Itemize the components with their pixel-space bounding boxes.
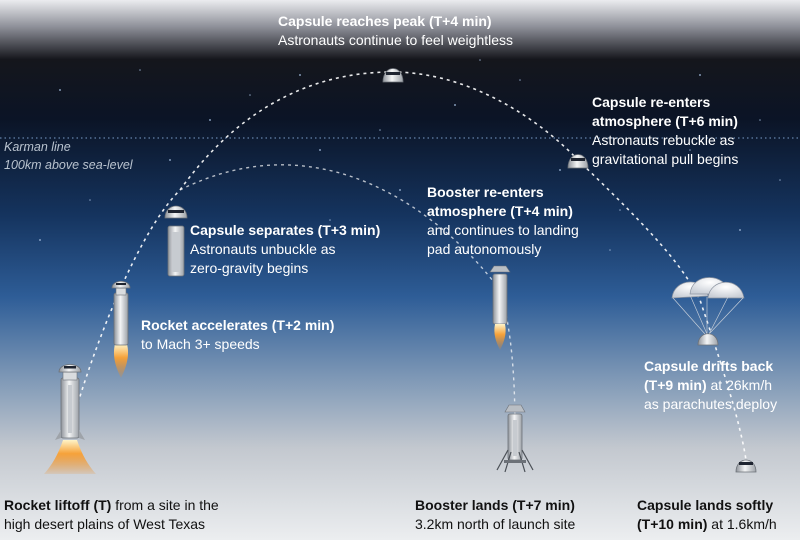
booster-trajectory: [179, 164, 516, 431]
accelerate-label: Rocket accelerates (T+2 min) to Mach 3+ …: [141, 316, 334, 354]
booster-reentry-label: Booster re-enters atmosphere (T+4 min) a…: [427, 183, 579, 259]
separation-title: Capsule separates (T+3 min): [190, 222, 381, 238]
peak-desc: Astronauts continue to feel weightless: [278, 32, 514, 48]
booster-reentry-desc-1: and continues to landing: [427, 222, 579, 238]
booster-reentry-desc-2: pad autonomously: [427, 241, 542, 257]
accelerate-desc: to Mach 3+ speeds: [141, 336, 260, 352]
capsule-lands-title-2: (T+10 min): [637, 516, 708, 532]
booster-lands-desc: 3.2km north of launch site: [415, 516, 576, 532]
parachutes: [671, 277, 745, 346]
booster-landed: [496, 404, 534, 473]
capsule-reentry-title-1: Capsule re-enters: [592, 94, 711, 110]
separation-desc-1: Astronauts unbuckle as: [190, 241, 336, 257]
liftoff-rocket: [44, 364, 96, 474]
capsule-lands-desc: at 1.6km/h: [707, 516, 777, 532]
booster-reentry-title-2: atmosphere (T+4 min): [427, 203, 573, 219]
drift-label: Capsule drifts back (T+9 min) at 26km/h …: [644, 357, 777, 414]
rocket-flame: [113, 344, 129, 378]
booster-reentry-title-1: Booster re-enters: [427, 184, 544, 200]
capsule-lands-title: Capsule lands softly: [637, 497, 774, 513]
drifting-capsule: [697, 333, 719, 346]
separating-capsule: [164, 205, 188, 219]
liftoff-desc-1: from a site in the: [111, 497, 219, 513]
karman-line-altitude: 100km above sea-level: [4, 158, 133, 172]
accelerating-rocket: [111, 280, 131, 378]
capsule-reentry: [567, 154, 589, 169]
capsule-reentry-title-2: atmosphere (T+6 min): [592, 113, 738, 129]
peak-title: Capsule reaches peak (T+4 min): [278, 13, 492, 29]
separating-booster: [167, 225, 185, 277]
accelerate-title: Rocket accelerates (T+2 min): [141, 317, 335, 333]
booster-lands-title: Booster lands (T+7 min): [415, 497, 575, 513]
separation-desc-2: zero-gravity begins: [190, 260, 309, 276]
capsule-reentry-label: Capsule re-enters atmosphere (T+6 min) A…: [592, 93, 738, 169]
booster-reentry: [489, 265, 511, 350]
liftoff-desc-2: high desert plains of West Texas: [4, 516, 206, 532]
exhaust-plume: [44, 440, 96, 474]
booster-flame: [494, 324, 506, 350]
liftoff-title: Rocket liftoff (T): [4, 497, 112, 513]
peak-label: Capsule reaches peak (T+4 min) Astronaut…: [278, 12, 513, 50]
capsule-lands-label: Capsule lands softly (T+10 min) at 1.6km…: [637, 496, 777, 534]
booster-lands-label: Booster lands (T+7 min) 3.2km north of l…: [415, 496, 575, 534]
capsule-reentry-desc-1: Astronauts rebuckle as: [592, 132, 735, 148]
karman-line-title: Karman line: [4, 140, 71, 154]
drift-desc-2: as parachutes deploy: [644, 396, 778, 412]
separation-label: Capsule separates (T+3 min) Astronauts u…: [190, 221, 380, 278]
drift-title-2: (T+9 min): [644, 377, 707, 393]
capsule-at-peak: [382, 68, 404, 83]
stars: [24, 59, 781, 251]
karman-label: Karman line 100km above sea-level: [4, 138, 133, 174]
drift-desc-1: at 26km/h: [706, 377, 773, 393]
capsule-reentry-desc-2: gravitational pull begins: [592, 151, 739, 167]
liftoff-label: Rocket liftoff (T) from a site in the hi…: [4, 496, 219, 534]
drift-title-1: Capsule drifts back: [644, 358, 774, 374]
capsule-landed: [735, 459, 757, 473]
